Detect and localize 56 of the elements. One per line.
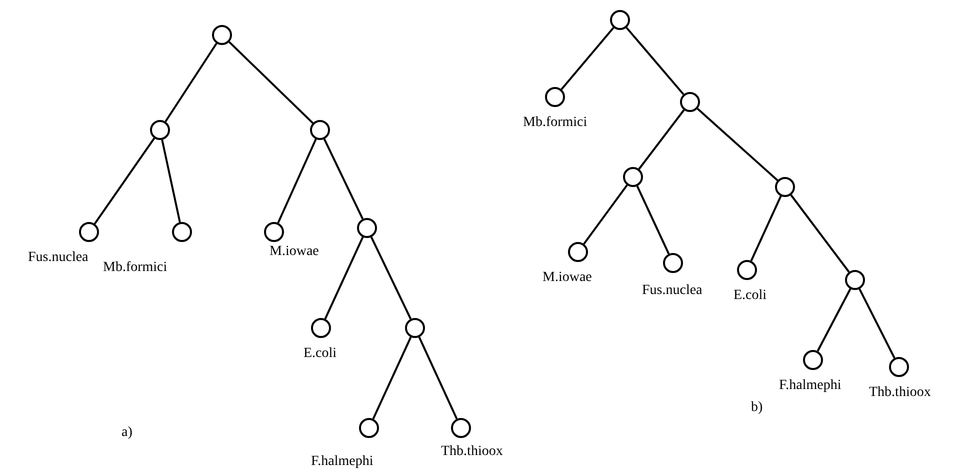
branch-line: [626, 26, 684, 96]
taxon-label: Thb.thioox: [869, 385, 931, 401]
panel-label: a): [122, 425, 132, 441]
branch-line: [324, 236, 364, 320]
tree-node-circle: [172, 222, 192, 242]
tree-node-circle: [79, 222, 99, 242]
branch-line: [161, 140, 181, 222]
branch-line: [228, 41, 314, 124]
branch-line: [560, 27, 614, 90]
tree-node-circle: [150, 120, 170, 140]
tree-node-circle: [310, 120, 330, 140]
taxon-label: M.iowae: [542, 270, 592, 286]
tree-node-circle: [264, 222, 284, 242]
branch-line: [750, 196, 782, 262]
tree-node-circle: [803, 350, 823, 370]
tree-node-circle: [623, 167, 643, 187]
branch-line: [858, 288, 896, 359]
panel-label: b): [751, 400, 763, 416]
branch-line: [636, 186, 670, 254]
taxon-label: M.iowae: [270, 244, 319, 260]
tree-node-circle: [737, 260, 757, 280]
tree-node-circle: [775, 177, 795, 197]
tree-node-circle: [889, 357, 909, 377]
tree-node-circle: [451, 418, 471, 438]
branch-line: [370, 236, 412, 320]
tree-node-circle: [212, 25, 232, 45]
tree-node-circle: [568, 242, 588, 262]
tree-node-circle: [610, 10, 630, 30]
taxon-label: E.coli: [304, 346, 337, 362]
branch-line: [418, 336, 458, 420]
tree-node-circle: [311, 318, 331, 338]
taxon-label: E.coli: [734, 288, 767, 304]
tree-node-circle: [359, 418, 379, 438]
branch-line: [164, 42, 218, 122]
taxon-label: F.halmephi: [311, 454, 374, 470]
branch-line: [638, 109, 685, 170]
branch-line: [790, 194, 850, 273]
tree-node-circle: [357, 218, 377, 238]
branch-line: [696, 108, 778, 182]
tree-node-circle: [680, 92, 700, 112]
tree-node-circle: [663, 253, 683, 273]
branch-line: [372, 336, 412, 420]
tree-node-circle: [545, 87, 565, 107]
taxon-label: F.halmephi: [779, 378, 842, 394]
branch-line: [816, 288, 852, 352]
taxon-label: Thb.thioox: [441, 444, 503, 460]
branch-line: [323, 138, 364, 220]
branch-line: [277, 138, 317, 224]
taxon-label: Mb.formici: [523, 115, 588, 131]
tree-node-circle: [845, 270, 865, 290]
tree-node-circle: [405, 318, 425, 338]
branch-line: [583, 184, 628, 245]
taxon-label: Mb.formici: [103, 260, 168, 276]
taxon-label: Fus.nuclea: [28, 250, 88, 266]
taxon-label: Fus.nuclea: [642, 283, 702, 299]
branch-line: [94, 138, 156, 224]
